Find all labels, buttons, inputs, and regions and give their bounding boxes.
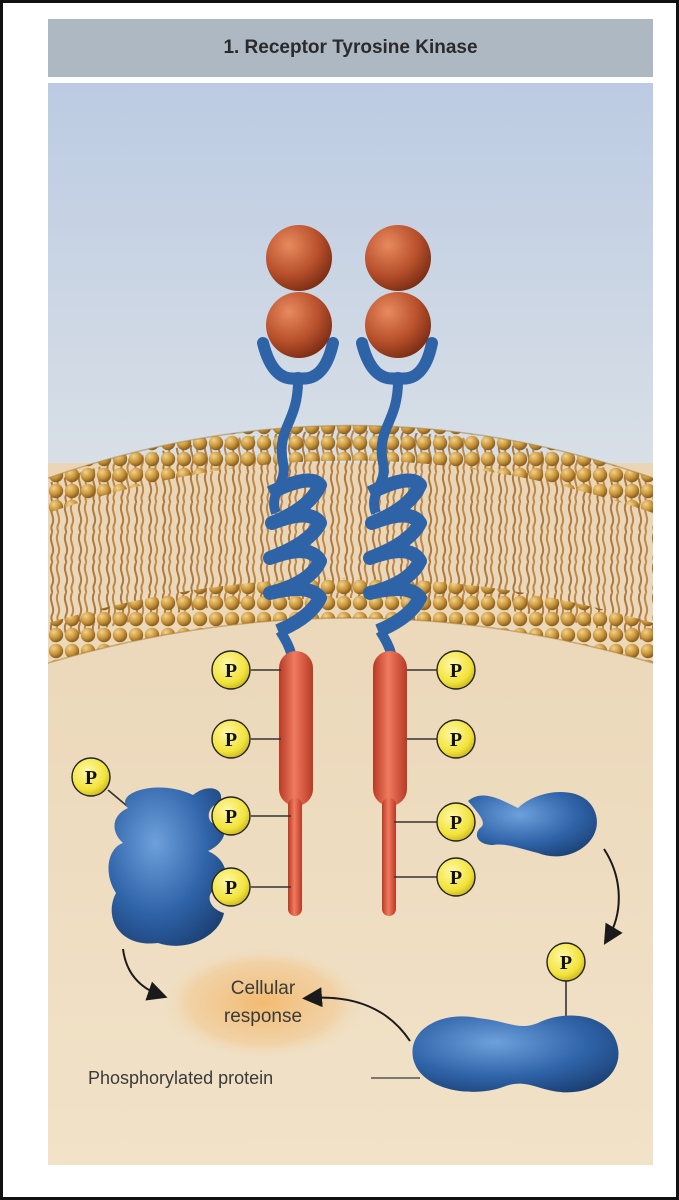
- arrow-to-response-right: [302, 987, 411, 1042]
- phosphate-right-1: P: [436, 650, 476, 690]
- phosphate-left-4: P: [211, 867, 251, 907]
- phosphate-right-3: P: [436, 802, 476, 842]
- svg-text:P: P: [450, 660, 462, 682]
- phosphate-tethers: [107, 669, 567, 1018]
- svg-text:P: P: [450, 729, 462, 751]
- svg-text:P: P: [225, 660, 237, 682]
- phosphorylated-protein: [412, 1015, 619, 1093]
- arrow-to-response-left: [122, 948, 168, 1001]
- cellular-response-glow: [158, 945, 368, 1061]
- ligand-left-top: [266, 225, 332, 291]
- cellular-response-line2: response: [223, 1006, 303, 1027]
- phosphate-left-protein: P: [71, 757, 111, 797]
- phosphate-right-4: P: [436, 857, 476, 897]
- docking-protein-right: [468, 791, 597, 857]
- phosphate-right-2: P: [436, 719, 476, 759]
- svg-text:P: P: [450, 812, 462, 834]
- svg-text:P: P: [225, 877, 237, 899]
- lipid-bilayer: [48, 424, 653, 664]
- phosphorylated-protein-label: Phosphorylated protein: [88, 1068, 274, 1088]
- ligand-right-bottom: [365, 292, 431, 358]
- svg-text:P: P: [560, 952, 572, 974]
- receptor-right: [356, 337, 438, 916]
- receptor-left: [257, 337, 339, 916]
- svg-text:P: P: [450, 867, 462, 889]
- rtk-diagram-svg: P P P P P P P: [48, 83, 653, 1165]
- ligand-left-bottom: [266, 292, 332, 358]
- phosphate-left-2: P: [211, 719, 251, 759]
- cellular-response-label: Cellular response: [188, 975, 338, 1031]
- phosphate-phosphorylated-protein: P: [546, 942, 586, 982]
- figure-title: 1. Receptor Tyrosine Kinase: [223, 37, 478, 58]
- ligand-right-top: [365, 225, 431, 291]
- cellular-response-line1: Cellular: [230, 978, 296, 999]
- extracellular-space: [48, 83, 653, 463]
- arrows: [122, 848, 623, 1042]
- docked-protein-left: [108, 787, 226, 946]
- diagram-panel: P P P P P P P: [48, 83, 653, 1165]
- svg-text:P: P: [85, 767, 97, 789]
- phosphate-left-1: P: [211, 650, 251, 690]
- title-bar: 1. Receptor Tyrosine Kinase: [48, 19, 653, 77]
- phosphate-left-3: P: [211, 796, 251, 836]
- svg-text:P: P: [225, 729, 237, 751]
- svg-text:P: P: [225, 806, 237, 828]
- arrow-right-protein-down: [603, 848, 623, 945]
